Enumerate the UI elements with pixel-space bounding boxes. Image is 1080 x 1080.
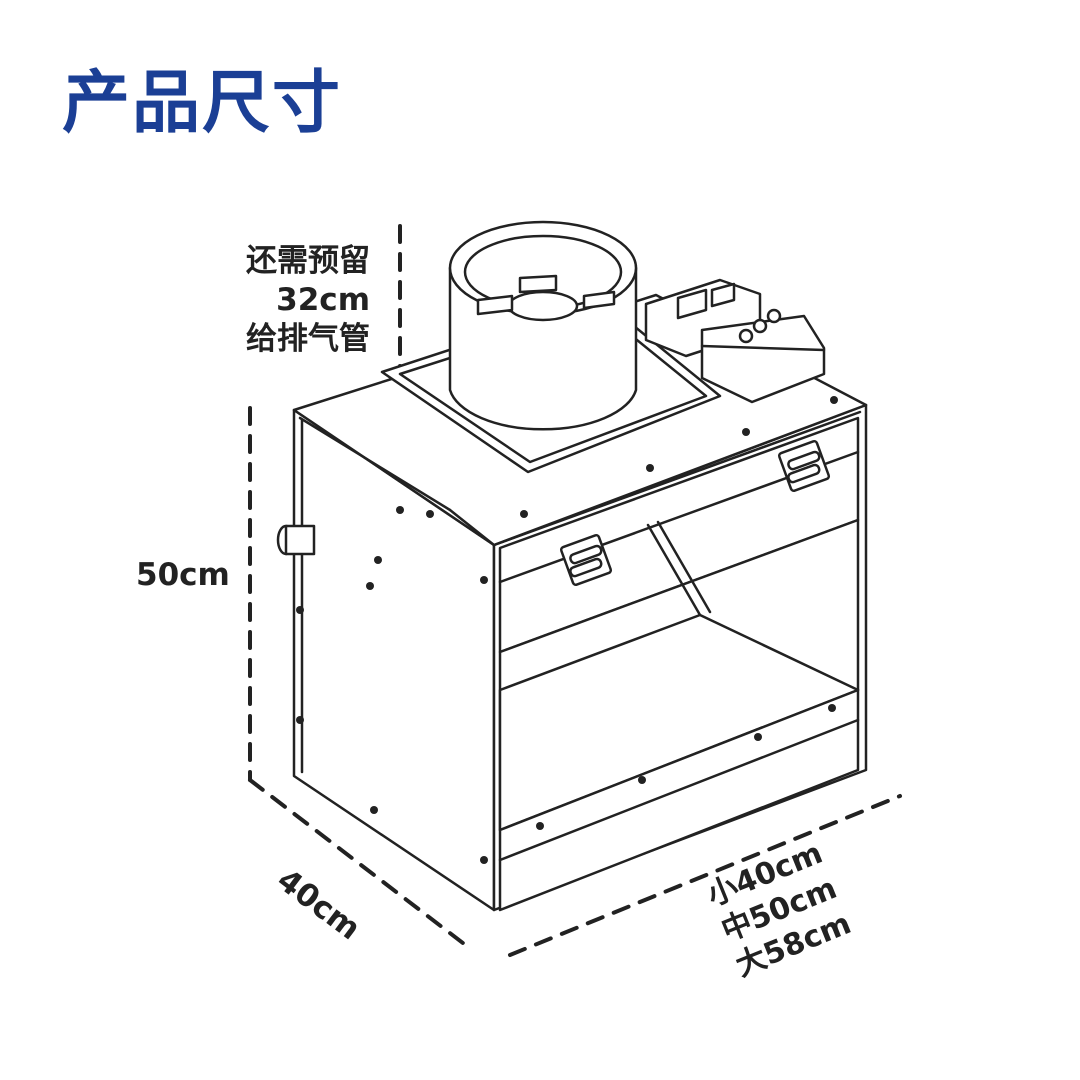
knob-icon <box>738 328 754 344</box>
fan-blade <box>518 274 558 294</box>
top-lip <box>298 416 452 512</box>
depth-line <box>248 778 474 952</box>
screw <box>366 582 374 590</box>
power-switch-icon <box>676 288 708 320</box>
hinge-barrel <box>569 557 603 578</box>
knob-box-edge <box>700 344 826 352</box>
knob-box <box>700 314 826 404</box>
fan-hub <box>507 290 579 322</box>
screw <box>830 396 838 404</box>
top-lip-2 <box>448 508 496 547</box>
note-line-3: 给排气管 <box>246 321 370 357</box>
fan-blade <box>582 290 616 310</box>
bottom-rail-line <box>498 718 860 862</box>
side-port-body <box>284 524 316 556</box>
screw <box>646 464 654 472</box>
hinge-barrel <box>569 544 603 565</box>
exhaust-clearance-note: 还需预留 32cm 给排气管 <box>220 242 370 359</box>
height-dimension-label: 50cm <box>136 557 230 593</box>
note-line-1: 还需预留 <box>246 243 370 279</box>
socket-icon <box>710 282 736 308</box>
inner-strut-2 <box>656 520 712 614</box>
hinge-barrel <box>787 450 821 471</box>
top-front-edge <box>492 410 862 547</box>
screw <box>374 556 382 564</box>
inner-strut <box>646 523 702 617</box>
bottom-rail <box>498 688 860 912</box>
knob-icon <box>752 318 768 334</box>
screw <box>426 510 434 518</box>
hinge-barrel <box>787 463 821 484</box>
screw <box>520 510 528 518</box>
screw <box>536 822 544 830</box>
fan-assembly <box>380 220 722 474</box>
knob-icon <box>766 308 782 324</box>
control-panel-icon <box>644 278 826 404</box>
screw <box>296 716 304 724</box>
hinge-left <box>559 533 613 587</box>
screw <box>754 733 762 741</box>
dimension-lines <box>248 224 902 957</box>
screw <box>638 776 646 784</box>
screw <box>370 806 378 814</box>
fan-blade <box>476 294 514 316</box>
hinge-right <box>777 439 831 493</box>
screw <box>480 856 488 864</box>
screw <box>296 606 304 614</box>
note-line-2: 32cm <box>276 282 370 318</box>
screw <box>396 506 404 514</box>
width-line <box>508 794 902 957</box>
screw <box>480 576 488 584</box>
screw <box>828 704 836 712</box>
screw <box>742 428 750 436</box>
page-title: 产品尺寸 <box>62 64 343 143</box>
screws <box>296 396 838 864</box>
